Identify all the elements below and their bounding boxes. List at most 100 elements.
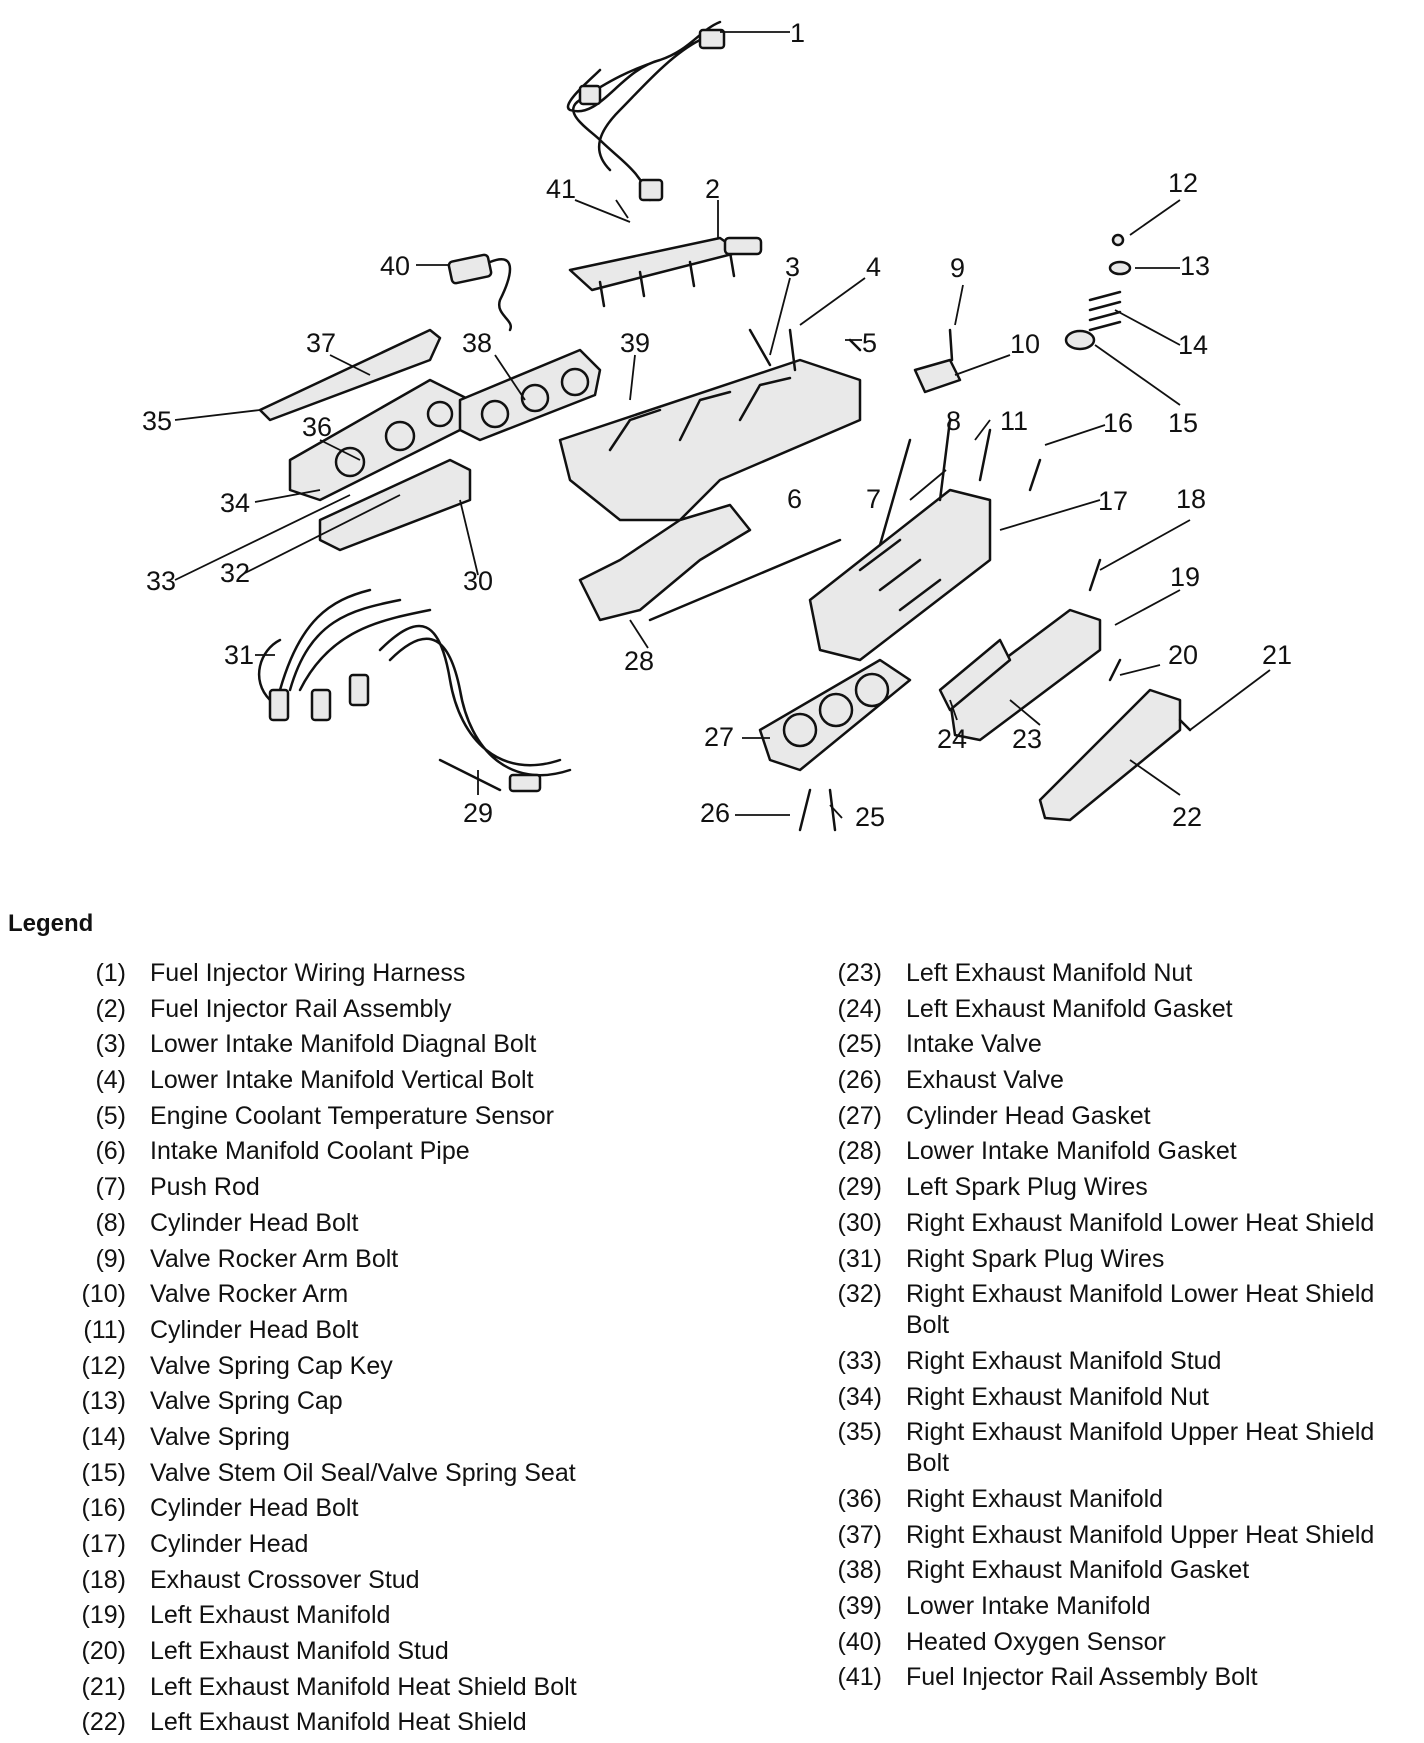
legend-item-number: (24) <box>837 994 882 1023</box>
legend-item-number: (8) <box>95 1208 126 1237</box>
callout-13: 13 <box>1180 251 1210 281</box>
legend-item: (35)Right Exhaust Manifold Upper Heat Sh… <box>806 1417 1416 1479</box>
legend-item-number: (17) <box>81 1530 126 1558</box>
legend-item-label: Right Exhaust Manifold <box>906 1484 1164 1513</box>
legend-item-label: Exhaust Crossover Stud <box>150 1565 420 1594</box>
legend-item-number: (30) <box>837 1208 882 1237</box>
callout-20: 20 <box>1168 640 1198 670</box>
legend-item: (9)Valve Rocker Arm Bolt <box>50 1244 760 1275</box>
callout-28: 28 <box>624 646 654 676</box>
legend-item-number: (3) <box>95 1030 126 1059</box>
callout-36: 36 <box>302 412 332 442</box>
legend-item: (32) Right Exhaust Manifold Lower Heat Sh… <box>806 1279 1416 1341</box>
legend-item: (22)Left Exhaust Manifold Heat Shield <box>50 1707 760 1738</box>
callout-5: 5 <box>862 328 877 358</box>
legend-item-label: Right Exhaust Manifold Stud <box>906 1346 1222 1375</box>
callout-40: 40 <box>380 251 410 281</box>
callout-11: 11 <box>1000 406 1028 436</box>
callout-37: 37 <box>306 328 336 358</box>
callout-6: 6 <box>787 484 802 514</box>
legend-item-label: Right Exhaust Manifold Lower Heat Shield… <box>906 1280 1375 1340</box>
legend-item-number: (7) <box>95 1173 126 1202</box>
callout-35: 35 <box>142 406 172 436</box>
legend-item-number: (32) <box>837 1280 882 1309</box>
callout-4: 4 <box>866 252 881 282</box>
legend-item-label: Left Exhaust Manifold Nut <box>906 959 1193 987</box>
legend-item-label: Cylinder Head Gasket <box>906 1101 1151 1130</box>
legend-item: (20)Left Exhaust Manifold Stud <box>50 1636 760 1667</box>
legend-item-label: Exhaust Valve <box>906 1066 1064 1095</box>
legend-item: (14)Valve Spring <box>50 1422 760 1453</box>
legend-item-label: Left Exhaust Manifold Heat Shield Bolt <box>150 1672 577 1701</box>
legend-item: (24)Left Exhaust Manifold Gasket <box>806 994 1416 1025</box>
legend-item: (41)Fuel Injector Rail Assembly Bolt <box>806 1662 1416 1693</box>
lower-intake-manifold-gasket <box>578 503 842 622</box>
legend-item-number: (27) <box>837 1101 882 1130</box>
legend-item-label: Intake Manifold Coolant Pipe <box>150 1137 470 1166</box>
right-exhaust-upper-heat-shield <box>258 328 442 422</box>
legend-item: (19)Left Exhaust Manifold <box>50 1600 760 1631</box>
callout-16: 16 <box>1103 408 1133 438</box>
legend-item: (26) Exhaust Valve <box>806 1065 1416 1096</box>
legend-left-column: (1)Fuel Injector Wiring Harness (2)Fuel I… <box>50 958 760 1743</box>
legend-item-number: (23) <box>837 959 882 987</box>
legend-item-label: Cylinder Head Bolt <box>150 1208 359 1237</box>
legend-item-number: (5) <box>95 1101 126 1130</box>
legend-item: (21)Left Exhaust Manifold Heat Shield Bo… <box>50 1672 760 1703</box>
legend-item-number: (15) <box>81 1458 126 1487</box>
legend-item-number: (40) <box>837 1627 882 1656</box>
leader-lines <box>174 31 1271 819</box>
legend-item-label: Left Spark Plug Wires <box>906 1173 1148 1202</box>
callout-19: 19 <box>1170 562 1200 592</box>
legend-item: (1)Fuel Injector Wiring Harness <box>50 958 760 989</box>
callout-34: 34 <box>220 488 250 518</box>
legend-item: (36)Right Exhaust Manifold <box>806 1484 1416 1515</box>
callout-10: 10 <box>1010 329 1040 359</box>
legend-item-number: (25) <box>837 1030 882 1059</box>
legend-item-number: (26) <box>837 1066 882 1095</box>
callout-24: 24 <box>937 724 967 754</box>
legend-item-number: (12) <box>81 1351 126 1380</box>
callout-23: 23 <box>1012 724 1042 754</box>
callout-41: 41 <box>546 174 576 204</box>
legend-item-label: Fuel Injector Wiring Harness <box>150 959 466 987</box>
legend-item-number: (4) <box>95 1066 126 1095</box>
legend-item: (28)Lower Intake Manifold Gasket <box>806 1136 1416 1167</box>
small-hardware <box>748 233 1192 832</box>
legend-item-number: (19) <box>81 1601 126 1630</box>
fuel-injector-wiring-harness <box>566 20 726 202</box>
legend-item-number: (31) <box>837 1244 882 1273</box>
legend-item-number: (35) <box>837 1418 882 1447</box>
callout-12: 12 <box>1168 168 1198 198</box>
callout-38: 38 <box>462 328 492 358</box>
callout-31: 31 <box>224 640 254 670</box>
legend-item: (31)Right Spark Plug Wires <box>806 1244 1416 1275</box>
right-exhaust-manifold-gasket <box>458 348 602 442</box>
cylinder-head <box>808 488 992 662</box>
legend-item-label: Fuel Injector Rail Assembly <box>150 994 452 1023</box>
legend-item-number: (41) <box>837 1663 882 1692</box>
callout-17: 17 <box>1098 486 1128 516</box>
callout-33: 33 <box>146 566 176 596</box>
callout-21: 21 <box>1262 640 1292 670</box>
legend-item-number: (13) <box>81 1387 126 1416</box>
legend-item-number: (14) <box>81 1422 126 1451</box>
legend-item-number: (39) <box>837 1592 882 1620</box>
legend-item-label: Right Exhaust Manifold Nut <box>906 1382 1209 1411</box>
legend-item-label: Lower Intake Manifold Gasket <box>906 1137 1237 1166</box>
callout-29: 29 <box>463 798 493 828</box>
callout-9: 9 <box>950 253 965 283</box>
left-exhaust-heat-shield <box>1038 688 1182 822</box>
legend-item: (23) Left Exhaust Manifold Nut <box>806 958 1416 989</box>
legend-item: (5)Engine Coolant Temperature Sensor <box>50 1101 760 1132</box>
legend-item-label: Right Exhaust Manifold Upper Heat Shield <box>906 1520 1375 1549</box>
legend-item: (8) Cylinder Head Bolt <box>50 1208 760 1239</box>
legend-item-label: Heated Oxygen Sensor <box>906 1627 1166 1656</box>
legend-item-label: Cylinder Head Bolt <box>150 1494 359 1523</box>
callout-22: 22 <box>1172 802 1202 832</box>
legend-item: (2)Fuel Injector Rail Assembly <box>50 994 760 1025</box>
legend-item: (16)Cylinder Head Bolt <box>50 1493 760 1524</box>
legend-item: (37)Right Exhaust Manifold Upper Heat Sh… <box>806 1520 1416 1551</box>
legend-item: (40) Heated Oxygen Sensor <box>806 1627 1416 1658</box>
legend-item-number: (10) <box>81 1280 126 1309</box>
